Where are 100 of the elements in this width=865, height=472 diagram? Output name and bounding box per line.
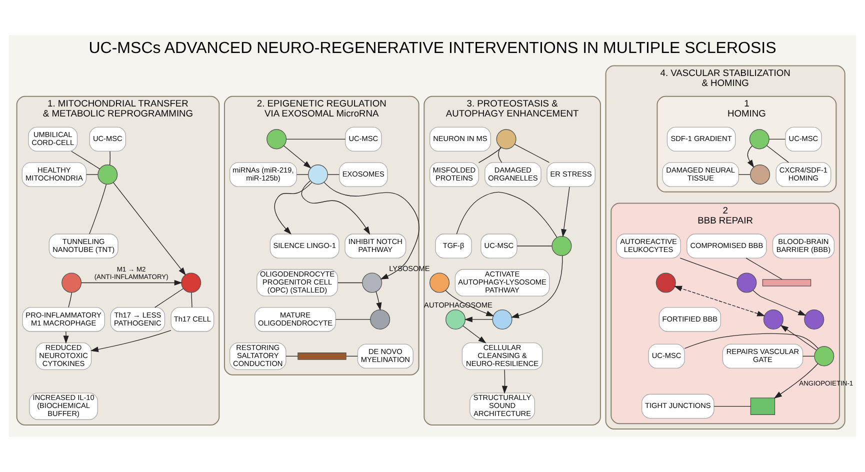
node-circle bbox=[814, 346, 834, 366]
node-box: REDUCED NEUROTOXIC CYTOKINES bbox=[36, 342, 92, 370]
arrow bbox=[774, 363, 818, 398]
arrow bbox=[376, 291, 382, 311]
connector bbox=[89, 184, 107, 234]
node-box: AUTOREACTIVE LEUKOCYTES bbox=[616, 234, 681, 258]
arrow bbox=[502, 369, 508, 394]
node-circle bbox=[656, 272, 676, 293]
node-box: OLIGODENDROCYTE PROGENITOR CELL (OPC) (STALLED) bbox=[256, 269, 338, 296]
node-box: EXOSOMES bbox=[339, 162, 388, 187]
connector bbox=[514, 144, 550, 163]
arrow bbox=[674, 286, 766, 316]
arrow bbox=[283, 145, 312, 168]
node-circle bbox=[804, 309, 824, 330]
arrow bbox=[113, 182, 186, 276]
node-circle bbox=[763, 309, 784, 330]
arrow bbox=[63, 331, 69, 344]
node-box: RESTORING SALTATORY CONDUCTION bbox=[230, 342, 286, 370]
connector bbox=[191, 292, 192, 308]
connector bbox=[714, 406, 751, 407]
arrow bbox=[462, 326, 486, 344]
arrow bbox=[274, 182, 312, 235]
node-circle bbox=[749, 129, 770, 150]
node-box: SDF-1 GRADIENT bbox=[666, 126, 736, 152]
node-circle bbox=[736, 272, 757, 293]
connector bbox=[327, 174, 340, 175]
connector bbox=[456, 192, 558, 238]
node-box: miRNAs (miR-219, miR-125b) bbox=[230, 162, 297, 187]
arrow bbox=[81, 280, 182, 286]
node-circle bbox=[362, 272, 382, 293]
node-box: UC-MSC bbox=[480, 234, 518, 258]
connector bbox=[86, 174, 98, 175]
arrow bbox=[561, 186, 570, 238]
connector bbox=[296, 174, 308, 175]
connector bbox=[286, 138, 346, 140]
connector bbox=[802, 356, 814, 357]
node-circle bbox=[446, 309, 466, 330]
connector bbox=[338, 282, 363, 284]
node-box: MATURE OLIGODENDROCYTE bbox=[254, 307, 336, 332]
node-bar bbox=[298, 352, 346, 360]
node-box: DAMAGED NEURAL TISSUE bbox=[662, 162, 739, 187]
arrow bbox=[324, 182, 420, 280]
node-circle bbox=[492, 309, 512, 330]
node-circle bbox=[181, 272, 202, 293]
node-box: SILENCE LINGO-1 bbox=[270, 234, 340, 258]
node-box: UC-MSC bbox=[345, 126, 382, 152]
node-box: ACTIVATE AUTOPHAGY-LYSOSOME PATHWAY bbox=[454, 269, 550, 296]
node-box: FORTIFIED BBB bbox=[658, 307, 721, 332]
node-box: TGF-β bbox=[435, 234, 472, 258]
arrow bbox=[301, 180, 370, 235]
node-box: HEALTHY MITOCHONDRIA bbox=[22, 162, 87, 187]
connector bbox=[286, 356, 298, 357]
node-circle bbox=[750, 164, 770, 185]
node-circle bbox=[98, 164, 118, 185]
node-circle bbox=[308, 164, 328, 185]
node-box: INHIBIT NOTCH PATHWAY bbox=[344, 234, 406, 258]
arrow bbox=[780, 324, 817, 350]
node-box: BLOOD-BRAIN BARRIER (BBB) bbox=[772, 234, 834, 258]
arrow bbox=[747, 146, 754, 168]
node-bar bbox=[762, 279, 812, 286]
node-box: PRO-INFLAMMATORY M1 MACROPHAGE bbox=[22, 307, 105, 332]
node-box: Th17 CELL bbox=[170, 307, 214, 332]
node-box: UC-MSC bbox=[648, 344, 685, 369]
node-box: NEURON IN MS bbox=[430, 126, 491, 152]
connector bbox=[478, 147, 502, 163]
node-box: UMBILICAL CORD-CELL bbox=[28, 126, 78, 152]
node-box: CELLULAR CLEANSING & NEURO-RESILIENCE bbox=[462, 342, 543, 370]
node-circle bbox=[266, 129, 287, 150]
node-box: Th17 → LESS PATHOGENIC bbox=[110, 307, 166, 332]
connector bbox=[346, 356, 358, 357]
node-circle bbox=[370, 309, 390, 330]
connector bbox=[498, 146, 502, 163]
connector bbox=[68, 292, 72, 308]
connector bbox=[154, 288, 184, 308]
arrow bbox=[752, 290, 806, 316]
connector bbox=[738, 174, 750, 175]
connector bbox=[684, 333, 818, 349]
arrow bbox=[90, 330, 172, 352]
node-box: INCREASED IL-10 (BIOCHEMICAL BUFFER) bbox=[29, 392, 98, 420]
connector bbox=[768, 138, 786, 140]
node-circle bbox=[552, 236, 572, 256]
arrow bbox=[464, 316, 493, 322]
connector bbox=[335, 319, 371, 320]
node-box: REPAIRS VASCULAR GATE bbox=[722, 344, 804, 369]
node-box: UC-MSC bbox=[89, 126, 126, 152]
node-box: DAMAGED ORGANELLES bbox=[484, 162, 542, 187]
diagram-title: UC-MSCs ADVANCED NEURO-REGENERATIVE INTERVENTIONS IN MULTIPLE SCLEROSIS bbox=[88, 39, 776, 58]
node-box bbox=[750, 398, 776, 415]
node-box: ER STRESS bbox=[546, 162, 596, 187]
connector bbox=[71, 150, 100, 170]
node-box: COMPROMISED BBB bbox=[686, 234, 767, 258]
node-circle bbox=[496, 129, 516, 150]
node-box: UC-MSC bbox=[785, 126, 822, 152]
node-circle bbox=[62, 272, 82, 293]
connector bbox=[680, 258, 738, 280]
node-circle bbox=[430, 272, 450, 293]
node-box: MISFOLDED PROTEINS bbox=[430, 162, 479, 187]
node-box: DE NOVO MYELINATION bbox=[357, 344, 414, 369]
node-box: TUNNELING NANOTUBE (TNT) bbox=[48, 234, 118, 258]
node-box: TIGHT JUNCTIONS bbox=[642, 394, 714, 419]
